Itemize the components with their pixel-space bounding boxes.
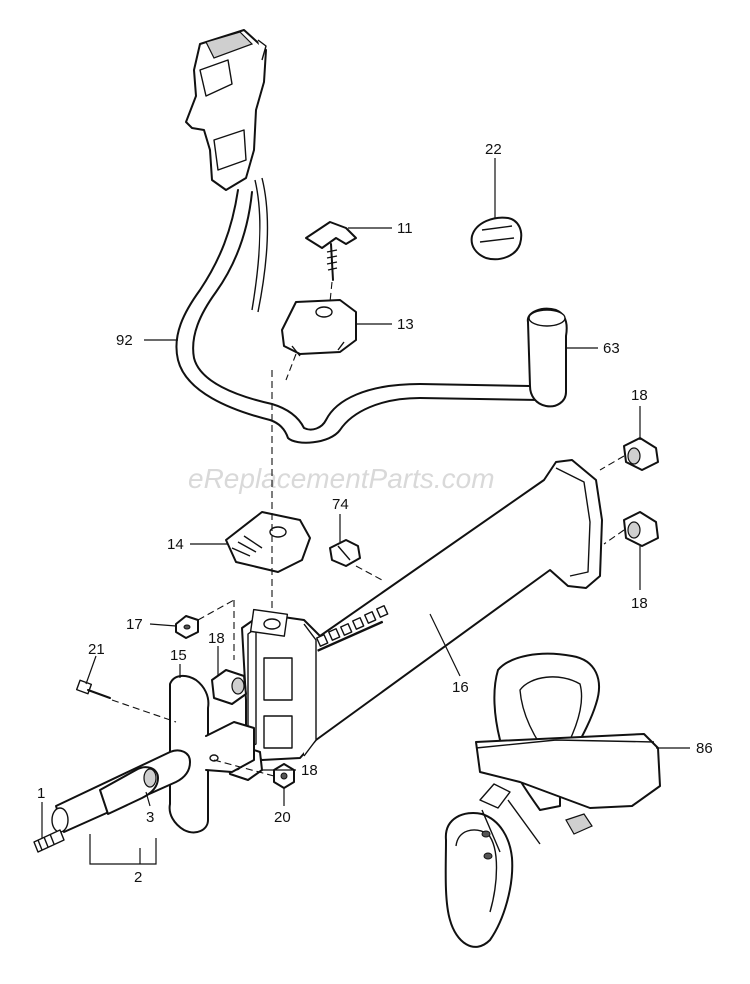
label-11: 11 — [397, 220, 413, 237]
label-92: 92 — [116, 332, 133, 349]
cable-clip-22[interactable] — [470, 216, 523, 261]
assembly-line-17 — [197, 599, 235, 621]
square-nut-17[interactable] — [175, 615, 199, 639]
label-3: 3 — [146, 809, 154, 826]
nut-20[interactable] — [273, 763, 295, 789]
label-18-bottom: 18 — [301, 762, 318, 779]
leader-21 — [85, 655, 97, 685]
handlebar-loop-92[interactable] — [175, 177, 555, 444]
label-74: 74 — [332, 496, 349, 513]
damper-18-upper-a[interactable] — [623, 437, 659, 471]
label-18-upper: 18 — [631, 387, 648, 404]
leader-3 — [145, 791, 151, 807]
label-17: 17 — [126, 616, 143, 633]
grip-handle-63[interactable] — [526, 307, 568, 408]
leader-2-bracket — [89, 834, 157, 865]
label-86: 86 — [696, 740, 713, 757]
label-18-left: 18 — [208, 630, 225, 647]
main-housing-16[interactable] — [241, 459, 603, 761]
drive-shaft-1[interactable] — [33, 829, 65, 853]
label-22: 22 — [485, 141, 502, 158]
harness-86[interactable] — [444, 652, 661, 948]
label-21: 21 — [88, 641, 105, 658]
throttle-grip[interactable] — [185, 29, 267, 191]
leader-17 — [149, 623, 177, 627]
assembly-line-11-13 — [329, 281, 333, 303]
label-15: 15 — [170, 647, 187, 664]
damper-18-left[interactable] — [211, 669, 247, 705]
label-2: 2 — [134, 869, 142, 886]
bolt-21[interactable] — [75, 679, 111, 699]
label-18-lower: 18 — [631, 595, 648, 612]
upper-clamp-13[interactable] — [281, 299, 357, 357]
lower-clamp-14[interactable] — [225, 511, 311, 573]
watermark-text: eReplacementParts.com — [188, 463, 495, 494]
coupling-3[interactable] — [99, 766, 159, 815]
small-clip-74[interactable] — [329, 539, 361, 567]
label-1: 1 — [37, 785, 45, 802]
assembly-line-21 — [111, 699, 177, 723]
assembly-line-13-92 — [285, 353, 297, 381]
assembly-line-18-lower — [603, 529, 625, 545]
label-63: 63 — [603, 340, 620, 357]
leader-16 — [429, 613, 461, 677]
label-16: 16 — [452, 679, 469, 696]
knob-screw-11[interactable] — [305, 221, 357, 281]
assembly-line-18-upper — [599, 455, 625, 471]
bracket-15[interactable] — [168, 674, 255, 834]
label-20: 20 — [274, 809, 291, 826]
damper-18-upper-b[interactable] — [623, 511, 659, 547]
label-13: 13 — [397, 316, 414, 333]
assembly-line-74 — [355, 565, 383, 581]
label-14: 14 — [167, 536, 184, 553]
